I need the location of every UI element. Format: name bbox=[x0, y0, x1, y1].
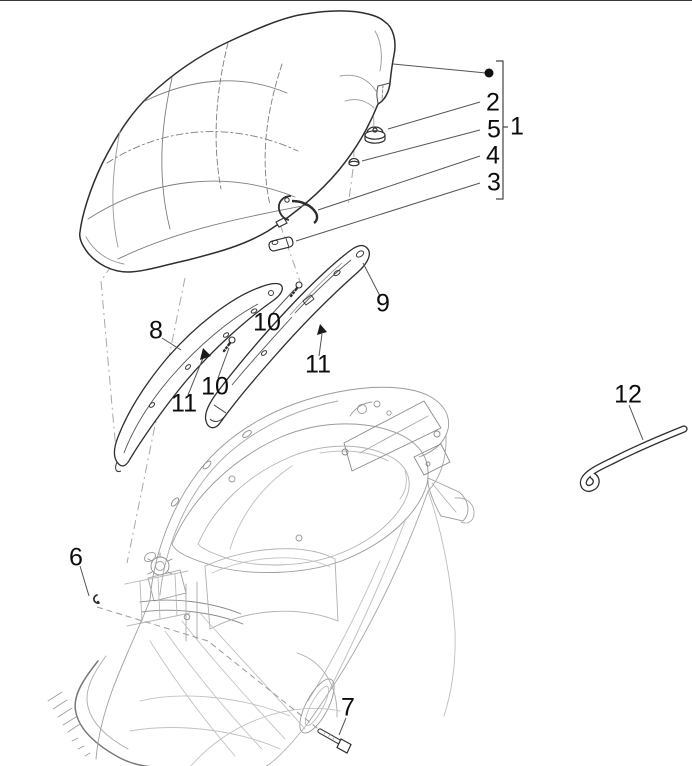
callout-6-label: 6 bbox=[69, 543, 83, 572]
catch-part-3 bbox=[268, 236, 294, 252]
helmet-bucket-rim bbox=[171, 423, 429, 574]
wheel-arch-slot bbox=[296, 652, 338, 734]
callout-11a-label: 11 bbox=[305, 350, 331, 379]
leader-3 bbox=[295, 182, 481, 242]
leader-lines bbox=[79, 63, 644, 736]
leader-7 bbox=[338, 717, 347, 736]
footboard-ribs bbox=[129, 612, 341, 766]
bucket-front-panel bbox=[124, 548, 339, 630]
scooter-body-drawing bbox=[47, 386, 475, 766]
hook-wrench-part-12 bbox=[579, 425, 688, 492]
callout-10a-label: 10 bbox=[253, 308, 281, 337]
edge-hatching bbox=[47, 691, 91, 757]
leader-9 bbox=[362, 262, 381, 297]
saddle bbox=[79, 10, 396, 273]
arrowhead-11b bbox=[200, 348, 211, 360]
screw-part-6 bbox=[93, 594, 100, 604]
buffer-part-2 bbox=[364, 126, 386, 144]
screw-part-10a bbox=[289, 281, 303, 298]
callout-10b-label: 10 bbox=[201, 372, 229, 401]
leader-11a bbox=[318, 333, 323, 357]
arrowhead-11a bbox=[317, 324, 327, 335]
leader-10a bbox=[271, 289, 295, 315]
seat-lock-hinge bbox=[139, 551, 244, 642]
callout-12-label: 12 bbox=[614, 380, 642, 409]
position-marker-dot bbox=[484, 68, 494, 78]
saddle-seams bbox=[85, 30, 382, 265]
leader-6 bbox=[79, 565, 90, 597]
saddle-rear-flap bbox=[376, 82, 391, 104]
callout-8-label: 8 bbox=[149, 316, 163, 345]
screw-part-5 bbox=[348, 157, 360, 167]
right-trim-rail-9 bbox=[204, 244, 370, 429]
leader-10b bbox=[217, 347, 230, 379]
front-shield-edge bbox=[74, 660, 153, 766]
callout-7-label: 7 bbox=[341, 693, 355, 722]
callout-11b-label: 11 bbox=[171, 389, 197, 418]
callout-4-label: 4 bbox=[486, 141, 500, 170]
callout-9-label: 9 bbox=[376, 289, 390, 318]
rack-mount-bolts bbox=[349, 400, 392, 417]
left-trim-rail-8 bbox=[113, 282, 283, 472]
callout-5-label: 5 bbox=[487, 115, 501, 144]
saddle-outline bbox=[79, 10, 396, 273]
callout-1-label: 1 bbox=[510, 112, 524, 141]
rear-fender bbox=[427, 477, 475, 524]
screw-part-10b bbox=[222, 336, 236, 353]
leader-4 bbox=[317, 155, 481, 211]
latch-cable-part-4 bbox=[275, 195, 319, 228]
group-bracket-1 bbox=[496, 60, 508, 200]
leader-12 bbox=[628, 404, 644, 441]
callout-2-label: 2 bbox=[486, 88, 500, 117]
assembly-dashed-line bbox=[96, 606, 323, 733]
leader-5 bbox=[361, 129, 481, 162]
bolt-part-7 bbox=[317, 728, 352, 754]
leader-2 bbox=[387, 101, 481, 130]
callout-3-label: 3 bbox=[487, 168, 501, 197]
leader-11b bbox=[187, 357, 204, 396]
leader-to-dot bbox=[392, 63, 487, 74]
luggage-rack bbox=[341, 400, 451, 476]
leader-8 bbox=[161, 337, 182, 351]
